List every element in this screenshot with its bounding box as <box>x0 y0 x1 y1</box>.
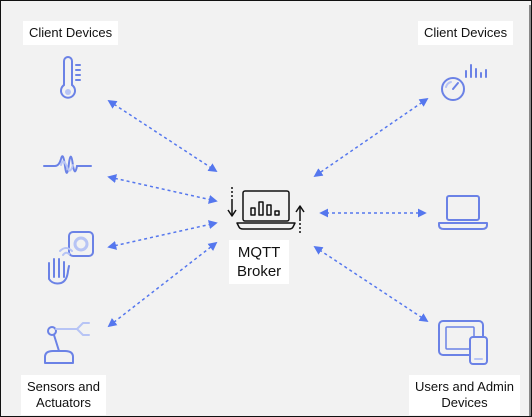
broker-label-line2: Broker <box>237 263 282 280</box>
arrow-thermometer-broker <box>107 100 218 172</box>
thermometer-icon <box>60 56 81 99</box>
hand-sensor-icon <box>48 231 94 285</box>
label-client-devices-right-text: Client Devices <box>424 25 508 40</box>
tablet-phone-icon <box>438 320 488 365</box>
laptop-icon <box>438 195 488 230</box>
label-sensors-line2: Actuators <box>36 395 91 410</box>
broker-laptop-icon <box>227 187 305 233</box>
arrow-gauge-broker <box>313 97 429 178</box>
label-sensors-line1: Sensors and <box>27 379 100 394</box>
label-sensors-actuators: Sensors and Actuators <box>21 375 106 415</box>
broker-label-line1: MQTT <box>237 244 281 261</box>
label-client-devices-left-text: Client Devices <box>29 25 113 40</box>
label-client-devices-left: Client Devices <box>23 21 119 45</box>
broker-label: MQTT Broker <box>229 240 290 284</box>
label-users-line1: Users and Admin <box>415 379 514 394</box>
robotic-arm-icon <box>44 322 90 364</box>
sound-wave-icon <box>43 155 92 174</box>
label-users-line2: Devices <box>441 395 488 410</box>
arrow-wave-broker <box>107 174 218 204</box>
arrow-hand-broker <box>107 220 218 250</box>
label-client-devices-right: Client Devices <box>418 21 514 45</box>
arrow-arm-broker <box>107 241 218 328</box>
arrow-tablet-broker <box>313 246 429 322</box>
label-users-admin: Users and Admin Devices <box>409 375 520 415</box>
gauge-meter-icon <box>441 64 487 101</box>
